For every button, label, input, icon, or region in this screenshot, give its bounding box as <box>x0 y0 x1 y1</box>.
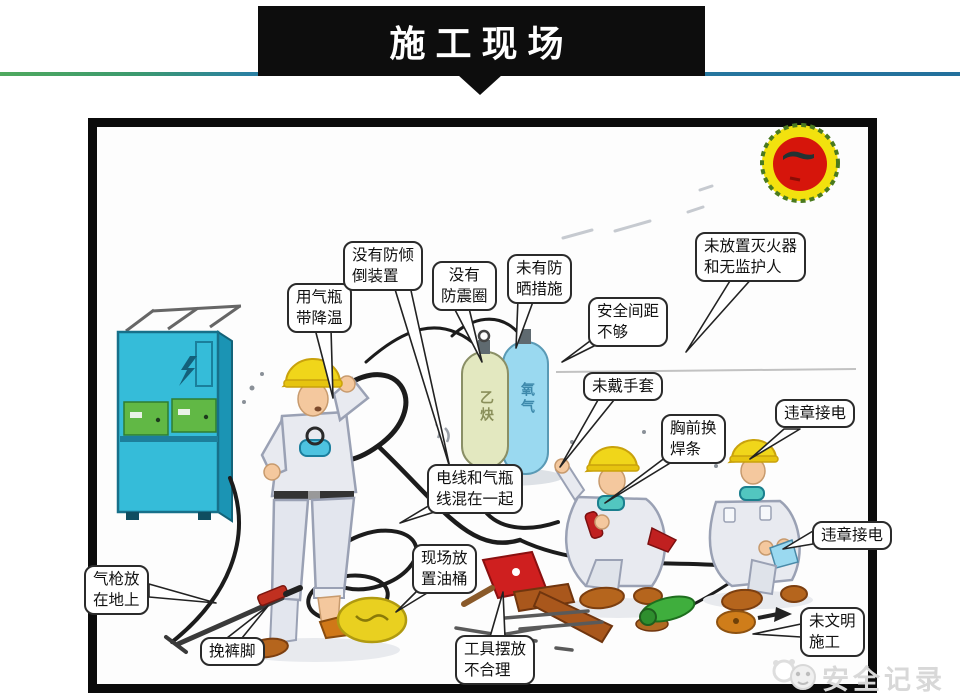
gas-cylinders <box>447 329 563 486</box>
callout-no-sun-protection: 未有防 晒措施 <box>507 254 572 304</box>
callout-air-gun-on-ground: 气枪放 在地上 <box>84 565 149 615</box>
dust-specks <box>242 372 718 468</box>
worker-squatting <box>554 445 678 610</box>
callout-chest-electrode-change: 胸前换 焊条 <box>661 414 726 464</box>
callout-rolled-trouser-legs: 挽裤脚 <box>200 637 265 666</box>
callout-wires-mixed: 电线和气瓶 线混在一起 <box>427 464 523 514</box>
callout-no-anti-tip: 没有防倾 倒装置 <box>343 241 424 291</box>
callout-no-shock-ring: 没有 防震圈 <box>432 261 497 311</box>
watermark-label: 安全记录 <box>822 665 946 696</box>
callout-uncivilized-construction: 未文明 施工 <box>800 607 865 657</box>
air-gun <box>164 584 303 654</box>
callout-illegal-wiring-top: 违章接电 <box>775 399 856 428</box>
watermark-logo <box>772 659 816 690</box>
callout-gas-bottle-cooling: 用气瓶 带降温 <box>287 283 352 333</box>
callout-tools-misplaced: 工具摆放 不合理 <box>455 635 536 685</box>
callout-oil-drum-on-site: 现场放 置油桶 <box>412 544 477 594</box>
callout-no-gloves: 未戴手套 <box>583 372 664 401</box>
welding-cabinet <box>116 304 242 523</box>
page-title: 施工现场 <box>258 6 705 76</box>
callout-insufficient-safety-distance: 安全间距 不够 <box>588 297 669 347</box>
scattered-tools <box>454 550 792 652</box>
callout-no-extinguisher-no-guardian: 未放置灭火器 和无监护人 <box>695 232 807 282</box>
oxygen-cylinder-label: 氧气 <box>519 382 535 416</box>
floor-line <box>555 368 857 373</box>
callout-illegal-wiring-bottom: 违章接电 <box>812 521 893 550</box>
title-pointer-triangle <box>458 75 502 95</box>
oil-drum <box>336 596 408 644</box>
page-title-text: 施工现场 <box>389 24 574 65</box>
sky-streaks <box>561 184 714 240</box>
sun-icon <box>760 123 840 203</box>
acetylene-cylinder-label: 乙炔 <box>478 390 494 424</box>
